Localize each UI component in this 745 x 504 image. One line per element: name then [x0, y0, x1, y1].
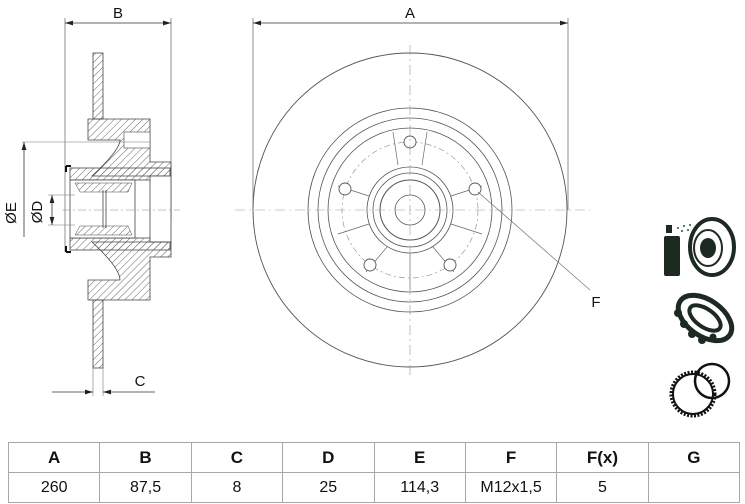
spec-table: A B C D E F F(x) G 260 87,5 8 25 114,3 M… — [7, 442, 741, 503]
front-view: A F — [235, 5, 601, 375]
dimension-label-c: C — [135, 373, 146, 390]
dimension-label-b: B — [113, 5, 123, 22]
header-g: G — [647, 442, 741, 473]
wheel-bearing-icon — [674, 292, 735, 344]
abs-ring-icon — [669, 362, 731, 418]
value-fx: 5 — [556, 472, 649, 503]
value-c: 8 — [190, 472, 284, 503]
dimension-label-e: ØE — [3, 202, 20, 224]
technical-drawing: B ØE ØD C — [3, 5, 736, 418]
header-b: B — [99, 442, 192, 473]
value-b: 87,5 — [99, 472, 192, 503]
header-c: C — [190, 442, 284, 473]
bolt-holes — [338, 135, 482, 272]
dimension-label-d: ØD — [29, 201, 46, 224]
value-a: 260 — [7, 472, 101, 503]
value-g — [647, 472, 741, 503]
value-e: 114,3 — [373, 472, 466, 503]
header-f: F — [464, 442, 558, 473]
dimension-label-a: A — [405, 5, 415, 22]
coated-disc-icon — [664, 217, 736, 277]
value-d: 25 — [282, 472, 375, 503]
dimension-label-f: F — [591, 294, 600, 311]
table-header-row: A B C D E F F(x) G — [7, 442, 741, 473]
header-a: A — [7, 442, 101, 473]
header-d: D — [282, 442, 375, 473]
header-fx: F(x) — [556, 442, 649, 473]
header-e: E — [373, 442, 466, 473]
value-f: M12x1,5 — [464, 472, 558, 503]
side-section-view: B ØE ØD C — [3, 5, 180, 396]
table-row: 260 87,5 8 25 114,3 M12x1,5 5 — [7, 472, 741, 503]
